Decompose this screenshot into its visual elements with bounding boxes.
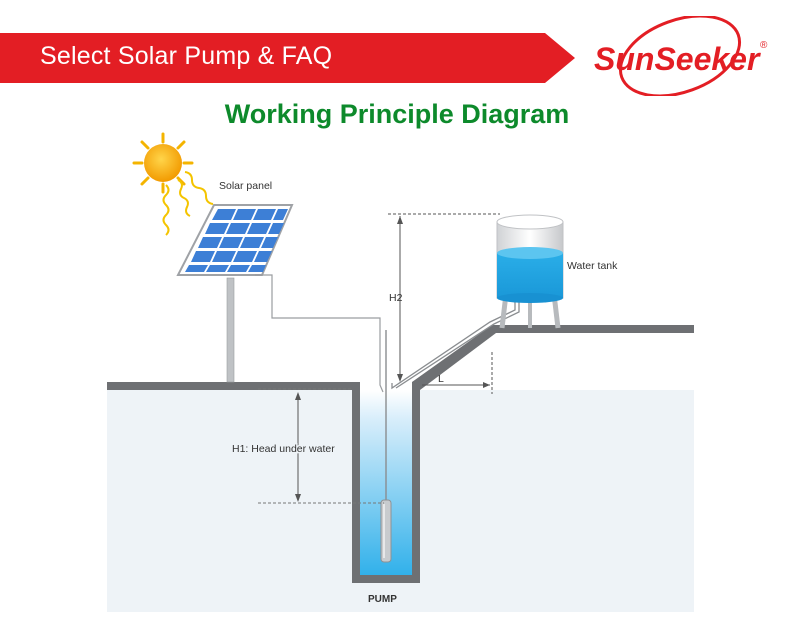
label-h1: H1: Head under water bbox=[232, 443, 335, 455]
svg-text:®: ® bbox=[760, 40, 768, 51]
sun-icon bbox=[132, 132, 194, 194]
label-l: L bbox=[438, 373, 444, 385]
delivery-pipe bbox=[391, 298, 520, 390]
power-cable bbox=[255, 274, 384, 393]
banner-title: Select Solar Pump & FAQ bbox=[40, 42, 333, 70]
pump-unit bbox=[380, 330, 392, 563]
diagram-title: Working Principle Diagram bbox=[224, 99, 570, 129]
h2-dimension bbox=[388, 213, 500, 382]
label-solar-panel: Solar panel bbox=[219, 180, 272, 192]
water-tank bbox=[496, 214, 564, 329]
ground-level-line bbox=[258, 388, 384, 504]
label-h2: H2 bbox=[389, 292, 403, 304]
l-dimension bbox=[422, 352, 493, 394]
svg-text:SunSeeker: SunSeeker bbox=[594, 41, 761, 77]
label-water-tank: Water tank bbox=[567, 260, 618, 272]
label-pump: PUMP bbox=[368, 594, 397, 605]
ground-surface bbox=[107, 325, 694, 390]
solar-panel bbox=[176, 204, 294, 383]
header-banner bbox=[0, 33, 575, 83]
sunlight-rays bbox=[162, 171, 214, 236]
sunseeker-logo: SunSeeker ® bbox=[594, 16, 768, 96]
h1-dimension bbox=[295, 392, 301, 502]
